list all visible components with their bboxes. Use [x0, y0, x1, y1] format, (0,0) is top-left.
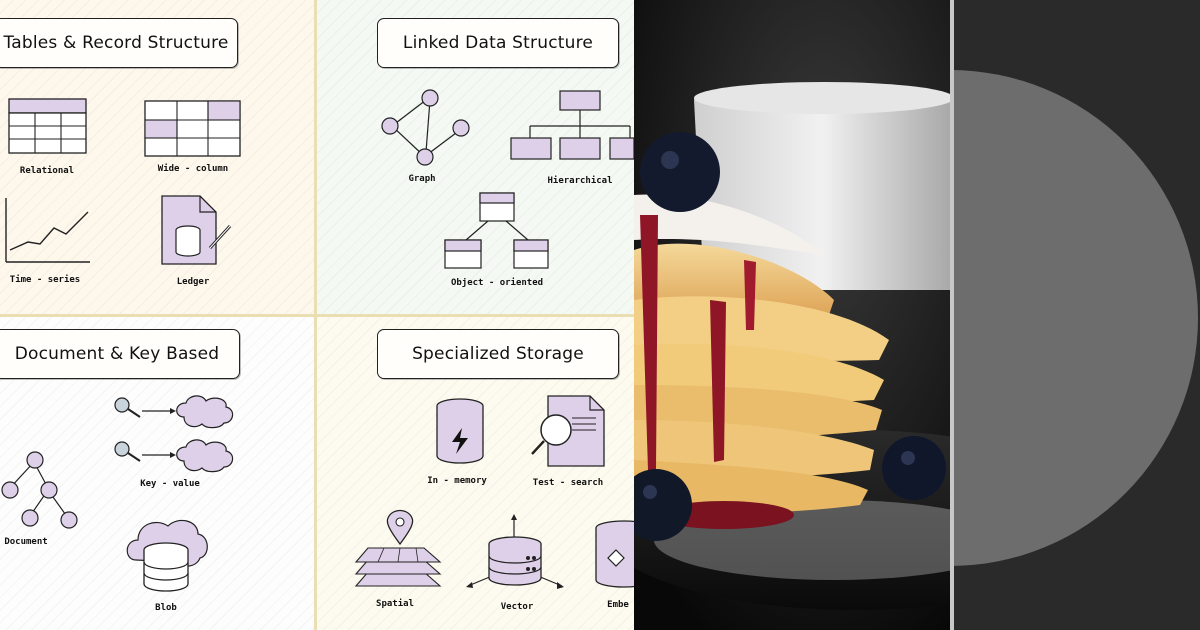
spatial-label: Spatial — [376, 599, 414, 609]
wide-column-label: Wide - column — [157, 164, 229, 174]
vector-database-icon — [466, 514, 564, 589]
document-key-title: Document & Key Based — [0, 329, 240, 379]
blob-label: Blob — [155, 603, 177, 613]
key-icon — [114, 397, 141, 418]
graph-nodes-icon — [381, 89, 470, 166]
wide-column-table-icon — [144, 100, 241, 157]
key-value-label: Key - value — [140, 479, 200, 489]
pancake-photo — [634, 0, 950, 630]
document-tree-icon — [1, 451, 78, 529]
embedding-database-icon — [595, 520, 653, 588]
blob-database-icon — [126, 519, 208, 592]
key-icon — [114, 441, 141, 462]
map-pin-layers-icon — [354, 509, 442, 587]
ledger-label: Ledger — [176, 277, 210, 287]
graph-label: Graph — [408, 174, 436, 184]
document-label: Document — [4, 537, 48, 547]
cloud-icon — [176, 439, 234, 473]
dark-side-panel — [950, 0, 1200, 630]
hierarchy-tree-icon — [510, 90, 635, 160]
pancake-photo-image — [634, 0, 950, 630]
linked-data-title: Linked Data Structure — [377, 18, 619, 68]
specialized-storage-title: Specialized Storage — [377, 329, 619, 379]
test-search-label: Test - search — [532, 478, 604, 488]
relational-label: Relational — [19, 166, 75, 176]
hierarchical-label: Hierarchical — [547, 176, 613, 186]
embe-label: Embe — [607, 600, 629, 610]
vector-label: Vector — [500, 602, 534, 612]
in-memory-label: In - memory — [427, 476, 487, 486]
lightning-database-icon — [436, 398, 484, 464]
tables-record-title: Tables & Record Structure — [0, 18, 238, 68]
time-series-chart-icon — [5, 198, 90, 263]
time-series-label: Time - series — [9, 275, 81, 285]
key-value-group — [114, 395, 234, 473]
gray-circle-shape — [950, 0, 1198, 630]
object-oriented-label: Object - oriented — [450, 278, 544, 288]
ledger-document-icon — [161, 195, 232, 265]
cloud-icon — [176, 395, 234, 429]
panel-divider-horizontal — [0, 314, 634, 317]
relational-table-icon — [8, 98, 87, 154]
search-document-icon — [531, 395, 605, 467]
object-oriented-icon — [444, 192, 549, 269]
